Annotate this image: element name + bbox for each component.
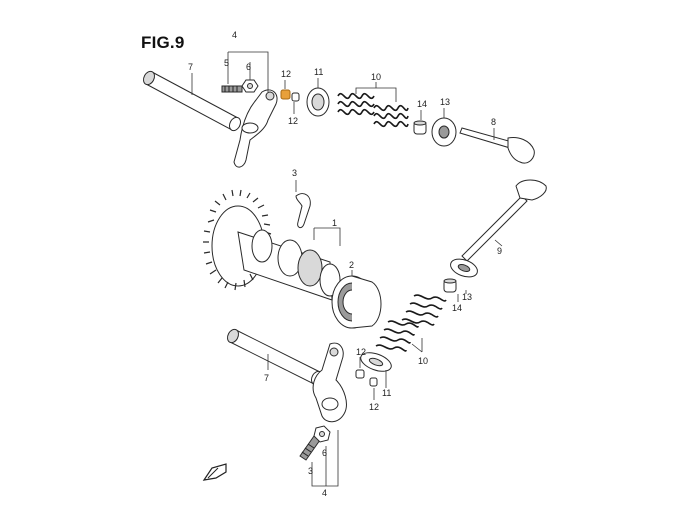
spring-seat-upper — [431, 117, 457, 147]
label-14-bottom: 14 — [452, 303, 462, 313]
spring-seat-lower — [450, 258, 478, 278]
label-12-bottom-b: 12 — [369, 402, 379, 412]
label-6-top: 6 — [246, 62, 251, 72]
label-3-top: 3 — [292, 168, 297, 178]
label-6-bottom: 6 — [322, 448, 327, 458]
lock-nut-upper — [241, 79, 259, 93]
leader-4-top — [227, 51, 269, 92]
label-3-bottom: 3 — [308, 466, 313, 476]
valve-spring-retainer-upper — [306, 87, 330, 117]
label-10-bottom: 10 — [418, 356, 428, 366]
rocker-arm-lower — [312, 342, 347, 423]
figure-title: FIG.9 — [141, 33, 185, 52]
label-10-top: 10 — [371, 72, 381, 82]
label-12-top-b: 12 — [288, 116, 298, 126]
label-9: 9 — [497, 246, 502, 256]
camshaft-bearing — [331, 275, 382, 329]
valve-springs-lower — [375, 294, 447, 352]
valve-cotter-highlighted — [280, 89, 300, 102]
front-direction-arrow-icon — [202, 463, 227, 481]
valve-stem-seal-upper — [413, 120, 427, 135]
camshaft — [203, 189, 341, 301]
leader-9 — [494, 239, 503, 247]
label-4-bottom: 4 — [322, 488, 327, 498]
valve-spring-retainer-lower — [360, 352, 392, 372]
label-4-top: 4 — [232, 30, 237, 40]
lock-nut-lower — [313, 425, 331, 443]
rocker-arm-shaft-upper — [142, 70, 242, 132]
label-11-top: 11 — [314, 67, 323, 77]
label-1: 1 — [332, 218, 337, 228]
rocker-arm-upper — [233, 89, 278, 168]
label-2: 2 — [349, 260, 354, 270]
label-11-bottom: 11 — [382, 388, 391, 398]
adjusting-screw-upper — [221, 85, 243, 93]
rocker-arm-shaft-lower — [226, 328, 324, 386]
valve-springs-upper — [337, 92, 409, 128]
label-7-bottom: 7 — [264, 373, 269, 383]
leader-10-top — [355, 82, 397, 102]
label-12-bottom-a: 12 — [356, 347, 366, 357]
label-13-top: 13 — [440, 97, 450, 107]
valve-lower — [461, 179, 547, 262]
label-12-top-a: 12 — [281, 69, 291, 79]
label-5-top: 5 — [224, 58, 229, 68]
label-8-top: 8 — [491, 117, 496, 127]
label-14-top: 14 — [417, 99, 427, 109]
label-7-top: 7 — [188, 62, 193, 72]
label-13-bottom: 13 — [462, 292, 472, 302]
leader-10-bottom — [411, 338, 423, 353]
leader-4-bottom — [311, 430, 339, 487]
valve-cotters-lower — [355, 369, 378, 387]
valve-upper — [459, 127, 535, 164]
leader-1 — [313, 227, 341, 246]
cam-plate-3 — [295, 193, 311, 229]
valve-stem-seal-lower — [443, 278, 457, 293]
